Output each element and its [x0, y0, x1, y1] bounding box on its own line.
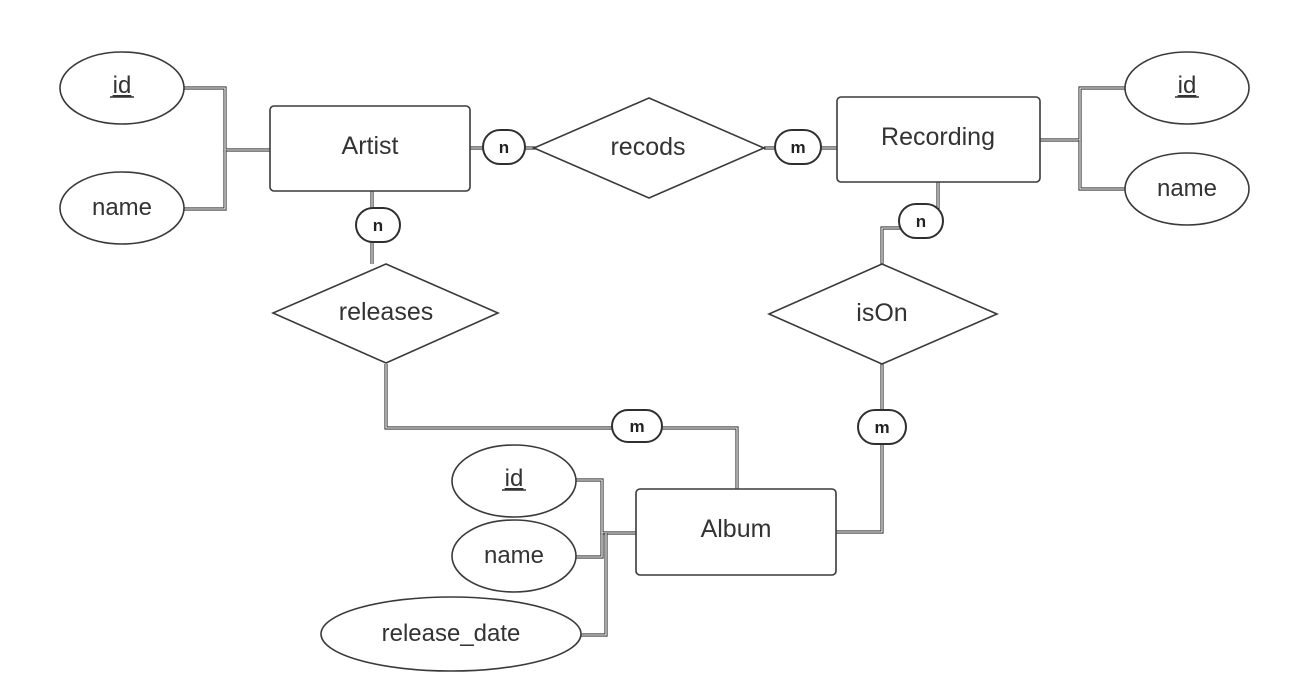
- relationship-recods[interactable]: recods: [531, 97, 767, 199]
- attribute-artist-id[interactable]: id: [59, 51, 185, 125]
- attribute-recording-name-label: name: [1157, 175, 1217, 202]
- cardinality-recording-ison-label: n: [916, 212, 926, 231]
- connector-recording-name: [1078, 140, 1126, 191]
- relationship-ison-label: isOn: [856, 299, 907, 327]
- attribute-recording-id-label: id: [1178, 72, 1197, 99]
- entity-recording[interactable]: Recording: [836, 96, 1041, 183]
- attribute-album-name[interactable]: name: [451, 519, 577, 593]
- entity-artist[interactable]: Artist: [269, 105, 471, 192]
- attribute-artist-name[interactable]: name: [59, 171, 185, 245]
- attribute-album-id[interactable]: id: [451, 444, 577, 518]
- attribute-recording-name[interactable]: name: [1124, 152, 1250, 226]
- entity-recording-label: Recording: [881, 123, 995, 151]
- attribute-album-name-label: name: [484, 542, 544, 569]
- attribute-album-id-label: id: [505, 465, 524, 492]
- cardinality-ison-album[interactable]: m: [857, 409, 907, 445]
- cardinality-ison-album-label: m: [874, 418, 889, 437]
- connector-album-name: [575, 533, 604, 559]
- relationship-releases-label: releases: [339, 298, 434, 326]
- entity-album[interactable]: Album: [635, 488, 837, 576]
- relationship-recods-label: recods: [610, 133, 685, 161]
- connector-ison-album: [836, 364, 884, 534]
- relationship-ison[interactable]: isOn: [767, 263, 1000, 365]
- attribute-album-release-date[interactable]: release_date: [320, 596, 582, 672]
- connector-recording-id: [1040, 86, 1126, 142]
- entity-artist-label: Artist: [342, 132, 399, 160]
- attribute-album-release-date-label: release_date: [382, 620, 521, 647]
- cardinality-releases-album[interactable]: m: [611, 409, 663, 443]
- cardinality-recording-ison[interactable]: n: [898, 203, 944, 239]
- cardinality-recods-recording-label: m: [790, 138, 805, 157]
- cardinality-releases-album-label: m: [629, 417, 644, 436]
- relationship-releases[interactable]: releases: [271, 263, 500, 364]
- connector-artist-name: [184, 150, 227, 211]
- attribute-recording-id[interactable]: id: [1124, 51, 1250, 125]
- cardinality-artist-releases[interactable]: n: [355, 207, 401, 243]
- attribute-artist-name-label: name: [92, 194, 152, 221]
- connector-artist-id: [183, 86, 270, 152]
- attribute-artist-id-label: id: [113, 72, 132, 99]
- connector-album-id: [574, 478, 636, 535]
- cardinality-artist-releases-label: n: [373, 216, 383, 235]
- cardinality-artist-recods[interactable]: n: [482, 129, 526, 165]
- cardinality-recods-recording[interactable]: m: [774, 129, 822, 165]
- entity-album-label: Album: [701, 515, 772, 543]
- cardinality-artist-recods-label: n: [499, 138, 509, 157]
